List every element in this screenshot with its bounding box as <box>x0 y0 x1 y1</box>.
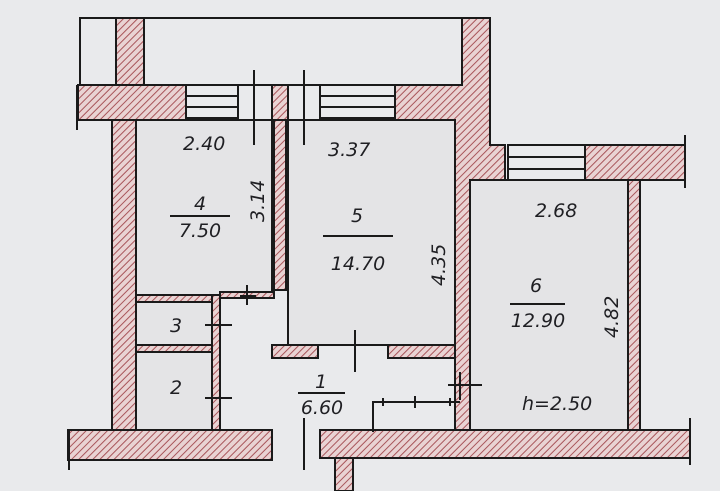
room-5-length: 4.35 <box>428 244 450 286</box>
room-4-width: 2.40 <box>183 133 225 155</box>
room-5-width: 3.37 <box>328 139 370 161</box>
room-6-length: 4.82 <box>601 296 623 338</box>
room-4-number: 4 <box>194 193 206 215</box>
room-2-number: 2 <box>170 377 182 399</box>
room-4 <box>135 119 273 296</box>
room-4-area: 7.50 <box>179 220 221 242</box>
ceiling-height: h=2.50 <box>522 393 592 415</box>
room-3-number: 3 <box>170 315 182 337</box>
room-6-width: 2.68 <box>535 200 577 222</box>
room-4-length: 3.14 <box>247 180 269 222</box>
room-1-area: 6.60 <box>301 397 343 419</box>
room-5 <box>287 119 456 346</box>
room-1-number: 1 <box>315 371 327 393</box>
room-6-area: 12.90 <box>511 310 565 332</box>
windows <box>68 70 691 470</box>
room-5-area: 14.70 <box>331 253 385 275</box>
room-6-number: 6 <box>530 275 542 297</box>
room-5-number: 5 <box>351 205 363 227</box>
walls <box>67 17 691 491</box>
